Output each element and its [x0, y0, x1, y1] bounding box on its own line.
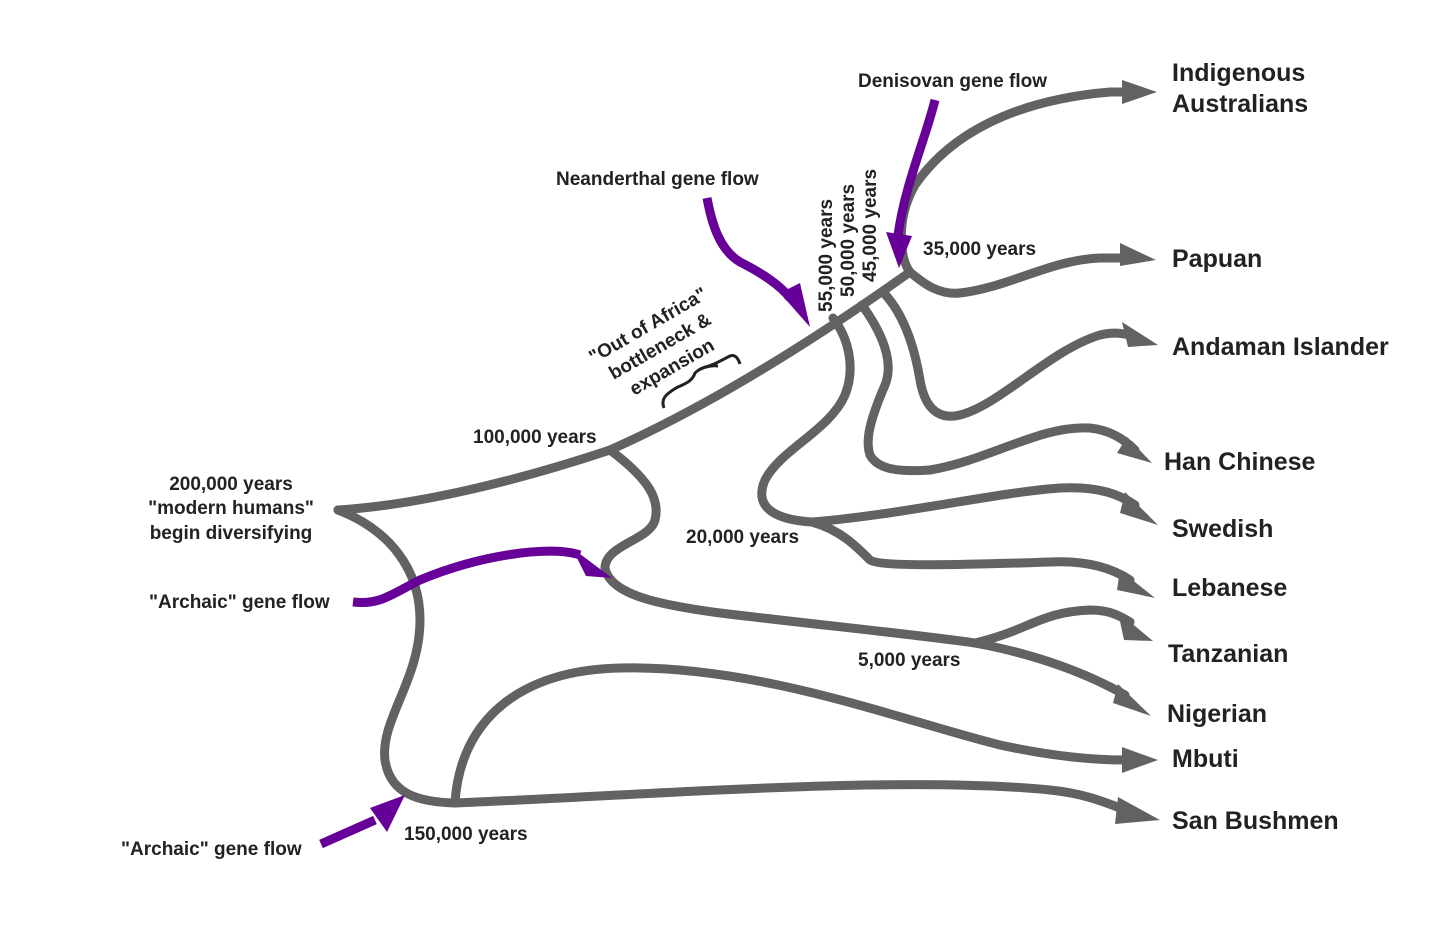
- branch-55k-to-20k: [757, 313, 855, 527]
- arrowhead-archaic-lower: [370, 795, 405, 832]
- branch-nigerian: [970, 638, 1130, 700]
- label-archaic-gene-flow-lower: "Archaic" gene flow: [121, 839, 302, 860]
- arrowhead-andaman-islander: [1122, 322, 1158, 347]
- population-han-chinese: Han Chinese: [1164, 448, 1316, 476]
- population-swedish: Swedish: [1172, 515, 1273, 543]
- population-mbuti: Mbuti: [1172, 745, 1239, 773]
- label-50k-years: 50,000 years: [838, 184, 859, 297]
- label-200k-years: 200,000 years: [169, 474, 293, 495]
- branch-san-bushmen: [450, 780, 1130, 815]
- population-lebanese: Lebanese: [1172, 574, 1287, 602]
- gene-flow-denisovan: [893, 98, 940, 236]
- branch-tanzanian: [970, 605, 1135, 648]
- arrowhead-mbuti: [1122, 747, 1158, 773]
- arrowhead-swedish: [1120, 492, 1158, 525]
- population-indigenous-australians-line1: Indigenous: [1172, 59, 1305, 87]
- label-denisovan-gene-flow: Denisovan gene flow: [858, 71, 1047, 92]
- arrowhead-neanderthal: [780, 283, 810, 327]
- gene-flow-neanderthal: [702, 197, 794, 301]
- label-begin-diversifying: begin diversifying: [150, 523, 313, 544]
- branch-andaman-islander: [878, 287, 1135, 421]
- gene-flow-archaic-upper: [352, 546, 582, 608]
- branch-lebanese: [807, 517, 1135, 585]
- arrowhead-han-chinese: [1117, 437, 1152, 463]
- out-of-africa-annotation: "Out of Africa" bottleneck & expansion: [586, 284, 719, 400]
- label-35k-years: 35,000 years: [923, 239, 1036, 260]
- arrowhead-indigenous-australians: [1122, 80, 1157, 104]
- label-neanderthal-gene-flow: Neanderthal gene flow: [556, 169, 759, 190]
- branch-swedish: [807, 483, 1140, 527]
- label-5k-years: 5,000 years: [858, 650, 961, 671]
- population-san-bushmen: San Bushmen: [1172, 807, 1339, 835]
- population-andaman-islander: Andaman Islander: [1172, 333, 1389, 361]
- label-archaic-gene-flow-upper: "Archaic" gene flow: [149, 592, 330, 613]
- arrowhead-nigerian: [1113, 684, 1151, 716]
- label-modern-humans: "modern humans": [148, 498, 314, 519]
- label-55k-years: 55,000 years: [816, 199, 837, 312]
- population-nigerian: Nigerian: [1167, 700, 1267, 728]
- arrowhead-denisovan: [886, 232, 912, 268]
- arrowhead-lebanese: [1117, 570, 1155, 598]
- label-150k-years: 150,000 years: [404, 824, 528, 845]
- arrowhead-tanzanian: [1118, 612, 1153, 641]
- label-45k-years: 45,000 years: [860, 169, 881, 282]
- label-20k-years: 20,000 years: [686, 527, 799, 548]
- label-100k-years: 100,000 years: [473, 427, 597, 448]
- arrowhead-archaic-upper: [572, 548, 612, 578]
- population-indigenous-australians-line2: Australians: [1172, 90, 1308, 118]
- branch-han-chinese: [857, 300, 1140, 476]
- population-tanzanian: Tanzanian: [1168, 640, 1288, 668]
- branch-100k-to-5k: [600, 445, 980, 648]
- out-of-africa-brace: [661, 354, 742, 409]
- population-papuan: Papuan: [1172, 245, 1262, 273]
- branch-root-to-150k: [333, 505, 460, 808]
- arrowhead-papuan: [1120, 243, 1156, 266]
- branch-papuan: [905, 253, 1130, 298]
- gene-flow-archaic-lower: [319, 815, 377, 849]
- branch-mbuti: [450, 663, 1130, 808]
- arrowhead-san-bushmen: [1115, 797, 1160, 824]
